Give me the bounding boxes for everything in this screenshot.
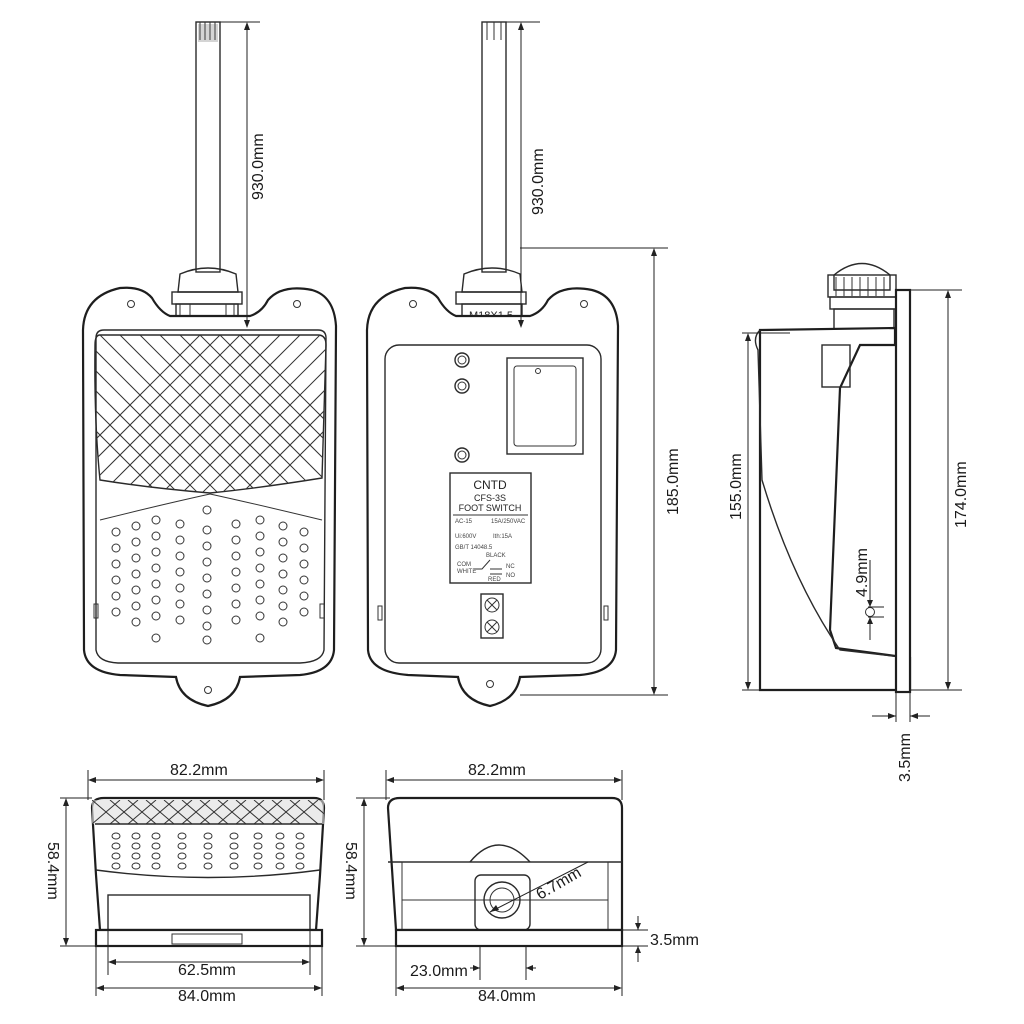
dim-front-height: 58.4mm	[44, 842, 61, 900]
rating-left-2: Ui:600V	[455, 534, 476, 540]
top-view: 930.0mm	[81, 21, 338, 708]
back-body-outline	[365, 286, 620, 708]
wire-white: WHITE	[457, 569, 476, 575]
pedal-body-outline	[81, 286, 338, 708]
front-studs	[111, 832, 305, 870]
tread-pad	[94, 334, 327, 494]
standard: GB/T 14048.5	[455, 545, 493, 551]
cable	[195, 21, 221, 273]
dim-side-hole: 4.9mm	[854, 548, 871, 597]
nameplate-product: FOOT SWITCH	[459, 503, 522, 513]
front-view: 82.2mm 58.4mm 62.5mm 84.0mm	[44, 762, 326, 1005]
nameplate: CNTD CFS-3S FOOT SWITCH AC-15 15A/250VAC…	[449, 472, 532, 584]
dim-cable-length-top: 930.0mm	[250, 133, 267, 200]
dim-rear-offset: 23.0mm	[410, 963, 468, 980]
wire-no: NO	[506, 573, 515, 579]
dim-side-height-outer: 174.0mm	[953, 461, 970, 528]
wire-black: BLACK	[486, 553, 506, 559]
wire-com: COM	[457, 562, 471, 568]
dim-front-inner-width: 62.5mm	[178, 962, 236, 979]
cable-gland	[177, 267, 239, 293]
nameplate-model: CFS-3S	[474, 493, 506, 503]
dim-back-height: 185.0mm	[665, 448, 682, 515]
back-view: M18X1.5 CNTD CFS-3S FOOT SWITCH AC-15 15…	[365, 21, 682, 708]
terminal-block	[480, 593, 504, 639]
dim-rear-base-thickness: 3.5mm	[650, 932, 699, 949]
cover-plate	[506, 357, 584, 455]
rating-right-2: Ith:15A	[493, 534, 512, 540]
rear-view: 82.2mm 58.4mm 6.7mm 3.5mm 23.0mm 84.0mm	[342, 762, 699, 1005]
pedal-studs	[111, 505, 309, 645]
side-body-outline	[758, 326, 912, 692]
dim-rear-base-width: 84.0mm	[478, 988, 536, 1005]
dim-front-base-width: 84.0mm	[178, 988, 236, 1005]
side-hole	[865, 607, 875, 617]
dim-cable-length-back: 930.0mm	[530, 148, 547, 215]
rear-body-outline	[386, 796, 624, 932]
nameplate-brand: CNTD	[473, 478, 507, 492]
front-base	[94, 928, 324, 948]
wire-nc: NC	[506, 564, 515, 570]
dim-rear-height: 58.4mm	[342, 842, 359, 900]
tread-crosshatch	[94, 335, 326, 493]
cable-back	[481, 21, 507, 273]
rear-base	[394, 928, 624, 948]
rating-right-1: 15A/250VAC	[491, 519, 526, 525]
side-view: 155.0mm 174.0mm 4.9mm 3.5mm	[728, 262, 970, 782]
dim-front-top-width: 82.2mm	[170, 762, 228, 779]
wire-red: RED	[488, 577, 501, 583]
dim-side-base: 3.5mm	[897, 733, 914, 782]
dim-rear-top-width: 82.2mm	[468, 762, 526, 779]
dim-side-height-inner: 155.0mm	[728, 453, 745, 520]
side-base-plate	[894, 288, 912, 694]
side-gland-cap	[833, 262, 891, 291]
rating-left-1: AC-15	[455, 519, 473, 525]
